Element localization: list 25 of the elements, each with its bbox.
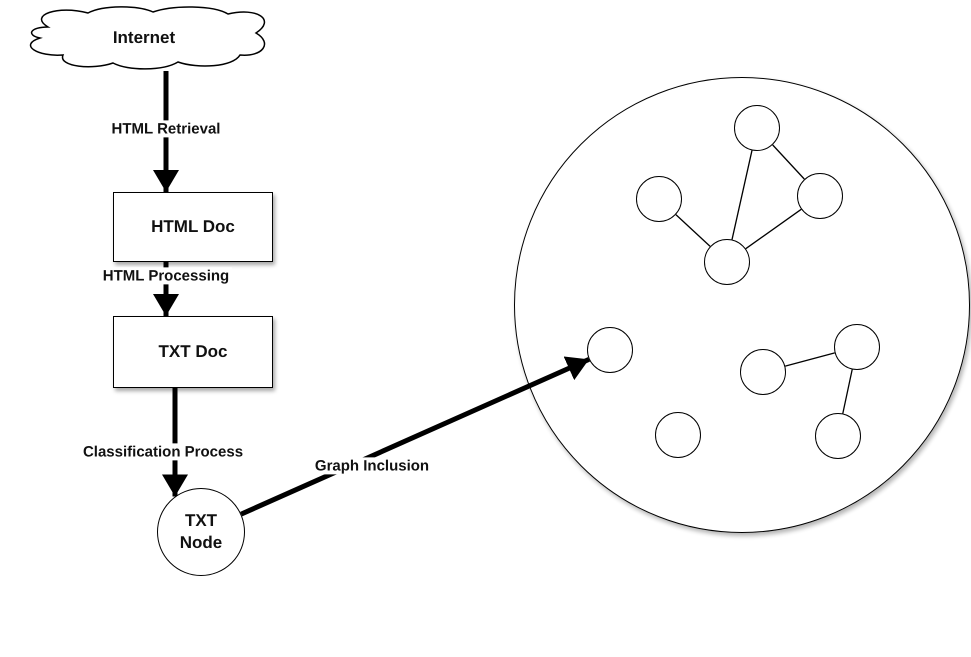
node-circle (654, 412, 700, 458)
connector-line (745, 208, 802, 250)
node-label: TXT Node (178, 510, 224, 554)
process-box (113, 316, 273, 388)
node-circle (740, 348, 786, 394)
node-circle (814, 412, 860, 458)
connector-line (842, 369, 853, 414)
node-circle (796, 172, 842, 218)
node-circle (636, 176, 682, 222)
connector-line (675, 214, 711, 247)
arrow (162, 388, 188, 496)
arrow (240, 356, 590, 516)
node-label: HTML Doc (151, 216, 235, 238)
connector-line (731, 150, 753, 240)
node-circle (586, 326, 632, 372)
arrow (153, 71, 179, 192)
graph-circle (514, 77, 970, 533)
process-box (113, 192, 273, 262)
node-label: Internet (112, 26, 176, 49)
node-label: TXT Doc (158, 340, 228, 363)
node-circle (834, 324, 880, 370)
connector-line (785, 352, 835, 367)
node-circle (734, 104, 780, 150)
connector-line (772, 144, 805, 180)
node-circle (704, 238, 750, 284)
